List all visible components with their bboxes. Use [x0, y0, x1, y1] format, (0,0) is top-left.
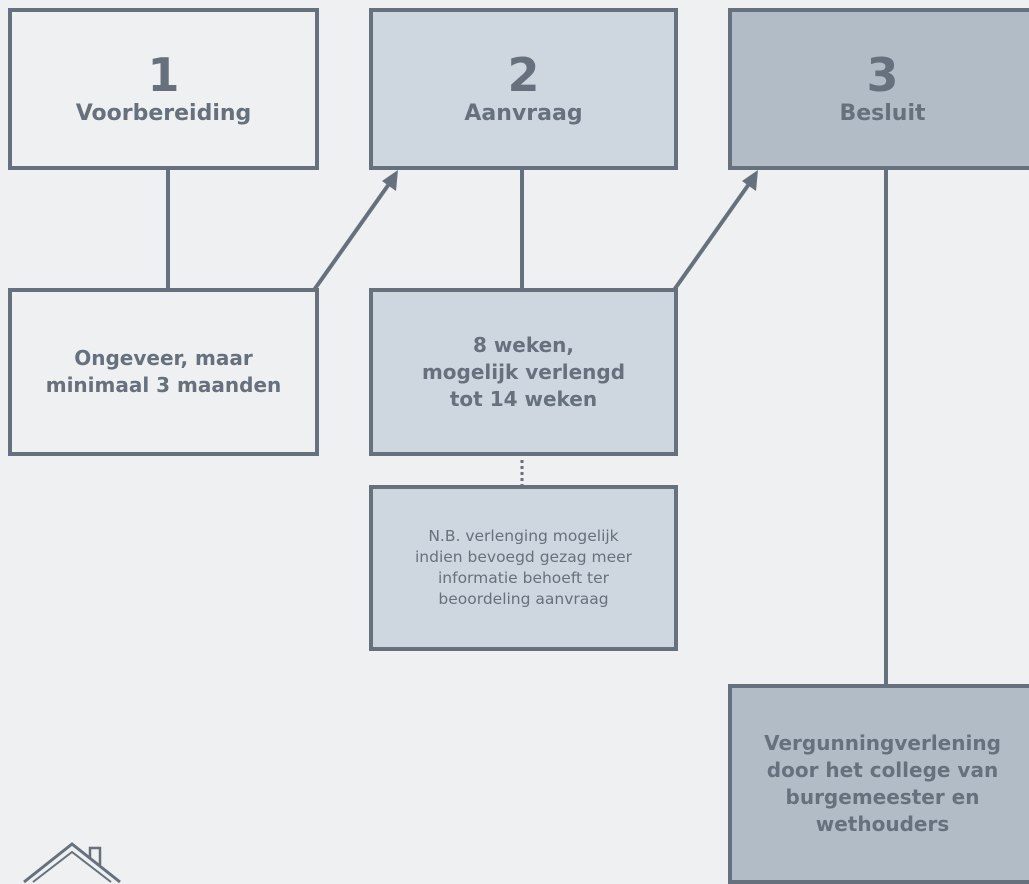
step-3-box: 3 Besluit	[728, 8, 1029, 170]
step-1-duration: Ongeveer, maar minimaal 3 maanden	[45, 346, 282, 397]
step-3-result-box: Vergunningverlening door het college van…	[728, 684, 1029, 884]
step-2-box: 2 Aanvraag	[369, 8, 678, 170]
step-2-number: 2	[507, 48, 540, 102]
step-1-number: 1	[147, 48, 180, 102]
step-2-duration: 8 weken, mogelijk verlengd tot 14 weken	[421, 332, 626, 411]
arrow-to-step2	[312, 182, 391, 292]
step-2-note: N.B. verlenging mogelijk indien bevoegd …	[414, 527, 633, 608]
step-1-box: 1 Voorbereiding	[8, 8, 319, 170]
house-icon	[23, 842, 121, 883]
step-3-label: Besluit	[839, 101, 926, 126]
step-3-number: 3	[866, 48, 899, 102]
step-1-duration-box: Ongeveer, maar minimaal 3 maanden	[8, 288, 319, 456]
step-3-result: Vergunningverlening door het college van…	[764, 731, 1001, 836]
arrow-to-step3	[672, 182, 751, 292]
step-2-label: Aanvraag	[464, 101, 583, 126]
arrow-head-step3	[742, 170, 758, 191]
step-1-label: Voorbereiding	[75, 101, 252, 126]
step-2-note-box: N.B. verlenging mogelijk indien bevoegd …	[369, 485, 678, 651]
step-2-duration-box: 8 weken, mogelijk verlengd tot 14 weken	[369, 288, 678, 456]
arrow-head-step2	[382, 170, 398, 191]
